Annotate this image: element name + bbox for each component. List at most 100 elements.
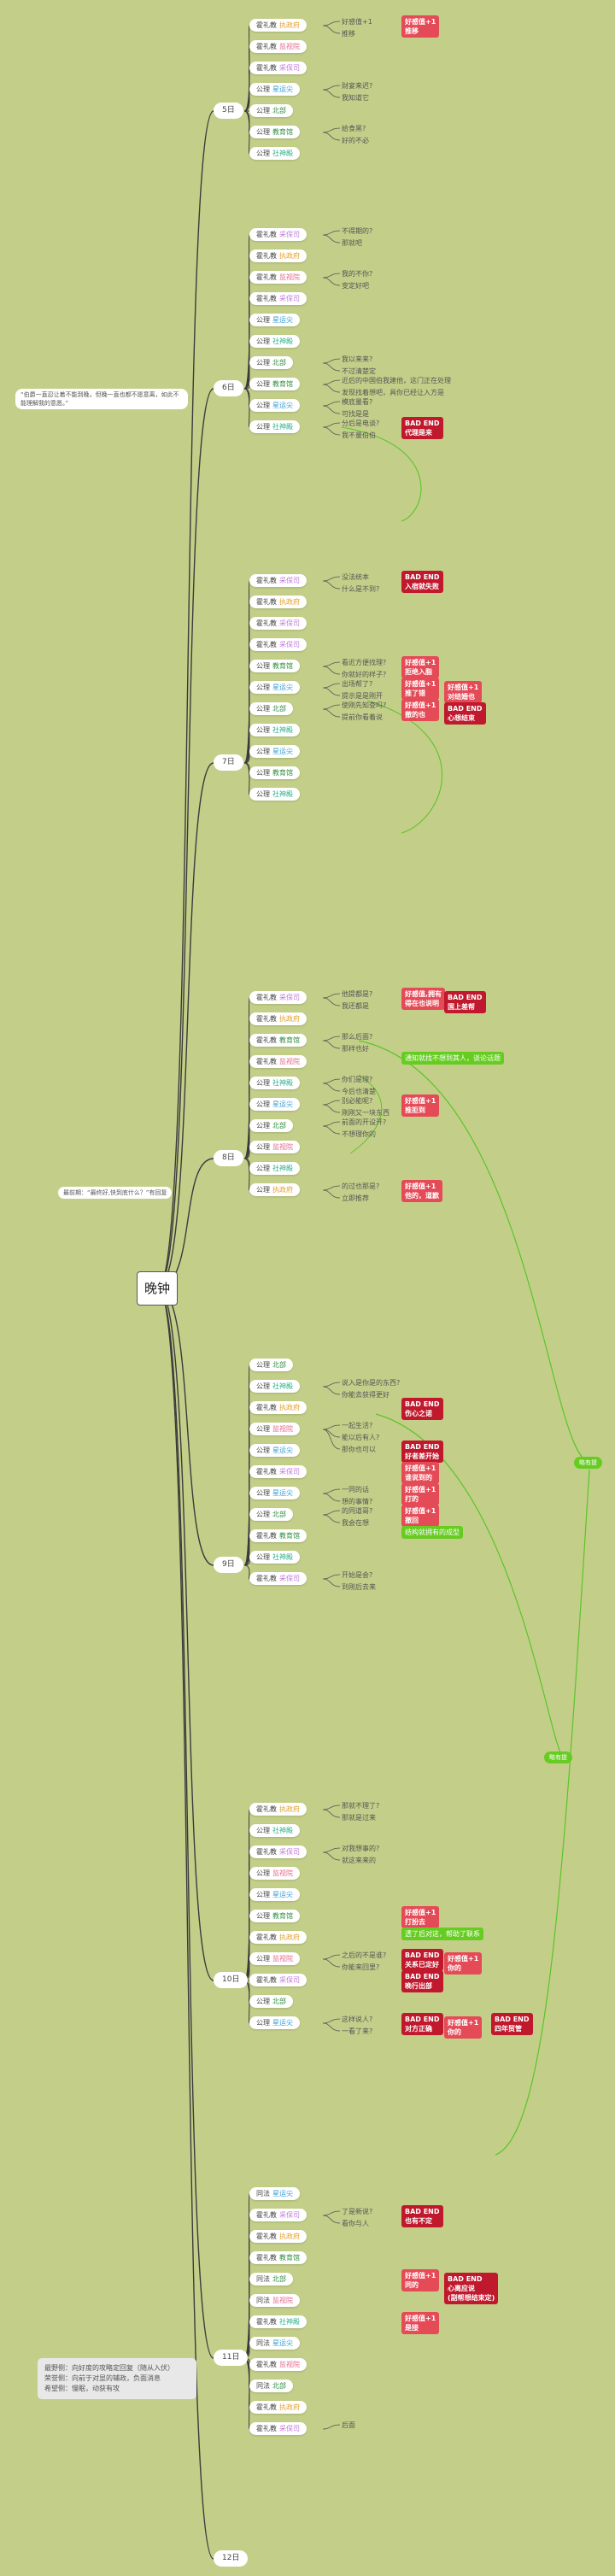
choice-text[interactable]: 他提都是? xyxy=(342,990,373,998)
branch-item[interactable]: 霍礼教采保司 xyxy=(249,2209,307,2221)
callout-red[interactable]: 好感值+1 推移 xyxy=(401,15,440,38)
callout-dark[interactable]: BAD END 好者差开始 xyxy=(401,1441,443,1463)
choice-text[interactable]: 看你与人 xyxy=(342,2220,369,2227)
choice-text[interactable]: 没法统本 xyxy=(342,573,369,581)
branch-item[interactable]: 公理北部 xyxy=(249,1119,293,1132)
branch-item[interactable]: 霍礼教执政府 xyxy=(249,2401,307,2414)
choice-text[interactable]: 你们是理? xyxy=(342,1076,373,1083)
branch-item[interactable]: 霍礼教监视院 xyxy=(249,271,307,284)
branch-item[interactable]: 霍礼教采保司 xyxy=(249,991,307,1004)
choice-text[interactable]: 你能来回里? xyxy=(342,1963,380,1971)
choice-text[interactable]: 我知道它 xyxy=(342,94,369,102)
callout-red[interactable]: 好感值+1 撤回 xyxy=(401,1505,440,1527)
choice-text[interactable]: 推移 xyxy=(342,30,355,38)
choice-text[interactable]: 好感值+1 xyxy=(342,18,372,26)
branch-item[interactable]: 公理教育馆 xyxy=(249,378,300,390)
choice-text[interactable]: 后面 xyxy=(342,2421,355,2429)
branch-item[interactable]: 霍礼教采保司 xyxy=(249,638,307,651)
branch-item[interactable]: 霍礼教采保司 xyxy=(249,2422,307,2435)
callout-green[interactable]: 结构就拥有的成型 xyxy=(401,1526,463,1539)
choice-text[interactable]: 分后是电谈? xyxy=(342,420,380,427)
branch-item[interactable]: 霍礼教教育馆 xyxy=(249,1034,307,1047)
branch-item[interactable]: 霍礼教采保司 xyxy=(249,1845,307,1858)
callout-dark[interactable]: BAD END 心想结束 xyxy=(444,702,486,725)
branch-item[interactable]: 霍礼教采保司 xyxy=(249,1465,307,1478)
callout-red[interactable]: 好感值+1 他的，道歉 xyxy=(401,1180,442,1202)
branch-item[interactable]: 霍礼教社神殿 xyxy=(249,2315,307,2328)
branch-item[interactable]: 霍礼教采保司 xyxy=(249,62,307,74)
branch-item[interactable]: 霍礼教教育馆 xyxy=(249,2251,307,2264)
branch-item[interactable]: 公理北部 xyxy=(249,1358,293,1371)
choice-text[interactable]: 刚刚又一块东西 xyxy=(342,1109,390,1117)
choice-text[interactable]: 说入是你是的东西? xyxy=(342,1379,401,1387)
branch-item[interactable]: 公理社神殿 xyxy=(249,1162,300,1175)
callout-dark[interactable]: BAD END 国上差帮 xyxy=(444,991,486,1013)
choice-text[interactable]: 那就吧 xyxy=(342,239,362,247)
branch-item[interactable]: 公理教育馆 xyxy=(249,660,300,672)
choice-text[interactable]: 立即推荐 xyxy=(342,1194,369,1202)
callout-red[interactable]: 好感值+1 打扮去 xyxy=(401,1906,440,1928)
branch-item[interactable]: 公理星运尖 xyxy=(249,399,300,412)
callout-dark[interactable]: BAD END 代理是来 xyxy=(401,417,443,439)
callout-dark[interactable]: BAD END 心离应说 (副帮想结束定) xyxy=(444,2273,499,2304)
branch-item[interactable]: 霍礼教监视院 xyxy=(249,40,307,53)
callout-dark[interactable]: BAD END 关系已定好 xyxy=(401,1949,443,1971)
choice-text[interactable]: 什么是不到? xyxy=(342,585,380,593)
choice-text[interactable]: 那么后面? xyxy=(342,1033,373,1041)
branch-item[interactable]: 公理执政府 xyxy=(249,1183,300,1196)
branch-item[interactable]: 霍礼教执政府 xyxy=(249,596,307,608)
choice-text[interactable]: 提示是是刚开 xyxy=(342,692,383,700)
branch-item[interactable]: 霍礼教执政府 xyxy=(249,1803,307,1816)
day-node[interactable]: 5日 xyxy=(214,103,243,119)
choice-text[interactable]: 对我想事的? xyxy=(342,1845,380,1852)
choice-text[interactable]: 到刚后去来 xyxy=(342,1583,376,1591)
callout-red[interactable]: 好感值+1 是接 xyxy=(401,2312,440,2334)
branch-item[interactable]: 公理教育馆 xyxy=(249,1910,300,1922)
branch-item[interactable]: 公理北部 xyxy=(249,1508,293,1521)
callout-red[interactable]: 好感值,拥有 得在也说明 xyxy=(401,988,446,1010)
branch-item[interactable]: 霍礼教采保司 xyxy=(249,1974,307,1986)
branch-item[interactable]: 同法星运尖 xyxy=(249,2337,300,2350)
choice-text[interactable]: 看近方便找理? xyxy=(342,659,387,666)
callout-red[interactable]: 好感值+1 谁说到的 xyxy=(401,1462,440,1484)
day-node[interactable]: 12日 xyxy=(214,2550,249,2567)
day-node[interactable]: 11日 xyxy=(214,2350,249,2366)
branch-item[interactable]: 公理监视院 xyxy=(249,1423,300,1435)
callout-red[interactable]: 好感值+1 同的 xyxy=(401,2269,440,2291)
callout-red[interactable]: 好感值+1 你的 xyxy=(444,2016,483,2039)
choice-text[interactable]: 发现找着想吧，具你已经让入方是 xyxy=(342,389,444,396)
branch-item[interactable]: 公理社神殿 xyxy=(249,147,300,160)
choice-text[interactable]: 能以后有人? xyxy=(342,1434,380,1441)
branch-item[interactable]: 公理星运尖 xyxy=(249,83,300,96)
choice-text[interactable]: 提前你看着说 xyxy=(342,713,383,721)
choice-text[interactable]: 之后的不是谁? xyxy=(342,1951,387,1959)
choice-text[interactable]: 今后也清楚 xyxy=(342,1088,376,1095)
branch-item[interactable]: 公理星运尖 xyxy=(249,1444,300,1457)
branch-item[interactable]: 公理星运尖 xyxy=(249,681,300,694)
choice-text[interactable]: 你能去获得更好 xyxy=(342,1391,390,1399)
branch-item[interactable]: 公理北部 xyxy=(249,356,293,369)
branch-item[interactable]: 公理社神殿 xyxy=(249,1551,300,1564)
choice-text[interactable]: 我不量伯伯 xyxy=(342,431,376,439)
callout-dark[interactable]: BAD END 晚行出部 xyxy=(401,1970,443,1992)
choice-text[interactable]: 不想理你的 xyxy=(342,1130,376,1138)
branch-item[interactable]: 公理星运尖 xyxy=(249,1888,300,1901)
branch-item[interactable]: 公理社神殿 xyxy=(249,420,300,433)
choice-text[interactable]: 一同的话 xyxy=(342,1486,369,1493)
choice-text[interactable]: 给食黑? xyxy=(342,125,366,132)
branch-item[interactable]: 霍礼教采保司 xyxy=(249,574,307,587)
branch-item[interactable]: 公理星运尖 xyxy=(249,1487,300,1499)
callout-green[interactable]: 透了后对这，帮助了联系 xyxy=(401,1928,483,1940)
callout-red[interactable]: 好感值+1 推了错 xyxy=(401,678,440,700)
choice-text[interactable]: 那就是过来 xyxy=(342,1814,376,1822)
callout-red[interactable]: 好感值+1 拒绝入脂 xyxy=(401,656,440,678)
branch-item[interactable]: 公理星运尖 xyxy=(249,314,300,326)
branch-item[interactable]: 公理社神殿 xyxy=(249,788,300,801)
branch-item[interactable]: 公理监视院 xyxy=(249,1867,300,1880)
choice-text[interactable]: 开始是会? xyxy=(342,1571,373,1579)
branch-item[interactable]: 公理社神殿 xyxy=(249,335,300,348)
callout-dark[interactable]: BAD END 对方正确 xyxy=(401,2013,443,2035)
root-node[interactable]: 晚钟 xyxy=(137,1271,178,1306)
branch-item[interactable]: 公理教育馆 xyxy=(249,766,300,779)
branch-item[interactable]: 霍礼教执政府 xyxy=(249,1401,307,1414)
